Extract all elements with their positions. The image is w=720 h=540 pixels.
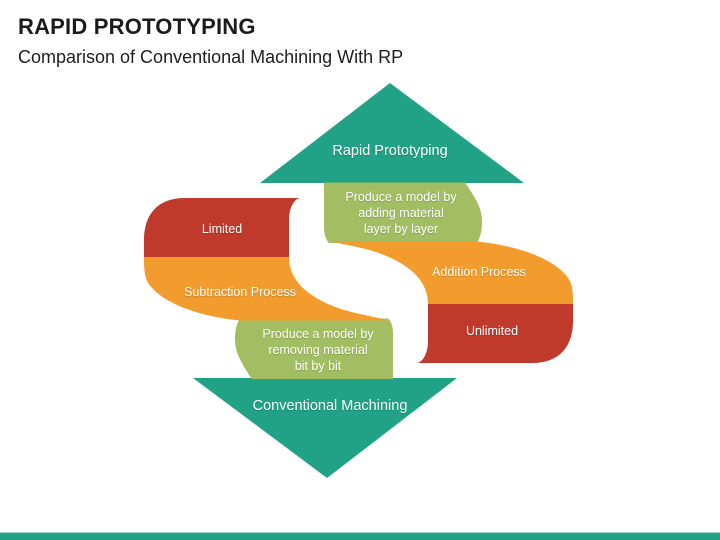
band-addition-shape: [329, 241, 573, 304]
band-limited-shape: [144, 198, 300, 259]
page-title: RAPID PROTOTYPING: [18, 14, 256, 39]
band-adding-shape: [324, 182, 483, 243]
footer-accent-bar: [0, 532, 720, 540]
bottom-arrow-shape: [193, 378, 457, 478]
slide-subtitle: Comparison of Conventional Machining Wit…: [18, 47, 404, 67]
band-removing-shape: [234, 318, 393, 379]
top-arrow-shape: [260, 83, 524, 183]
band-subtraction-shape: [144, 257, 388, 321]
band-unlimited-shape: [417, 302, 573, 363]
